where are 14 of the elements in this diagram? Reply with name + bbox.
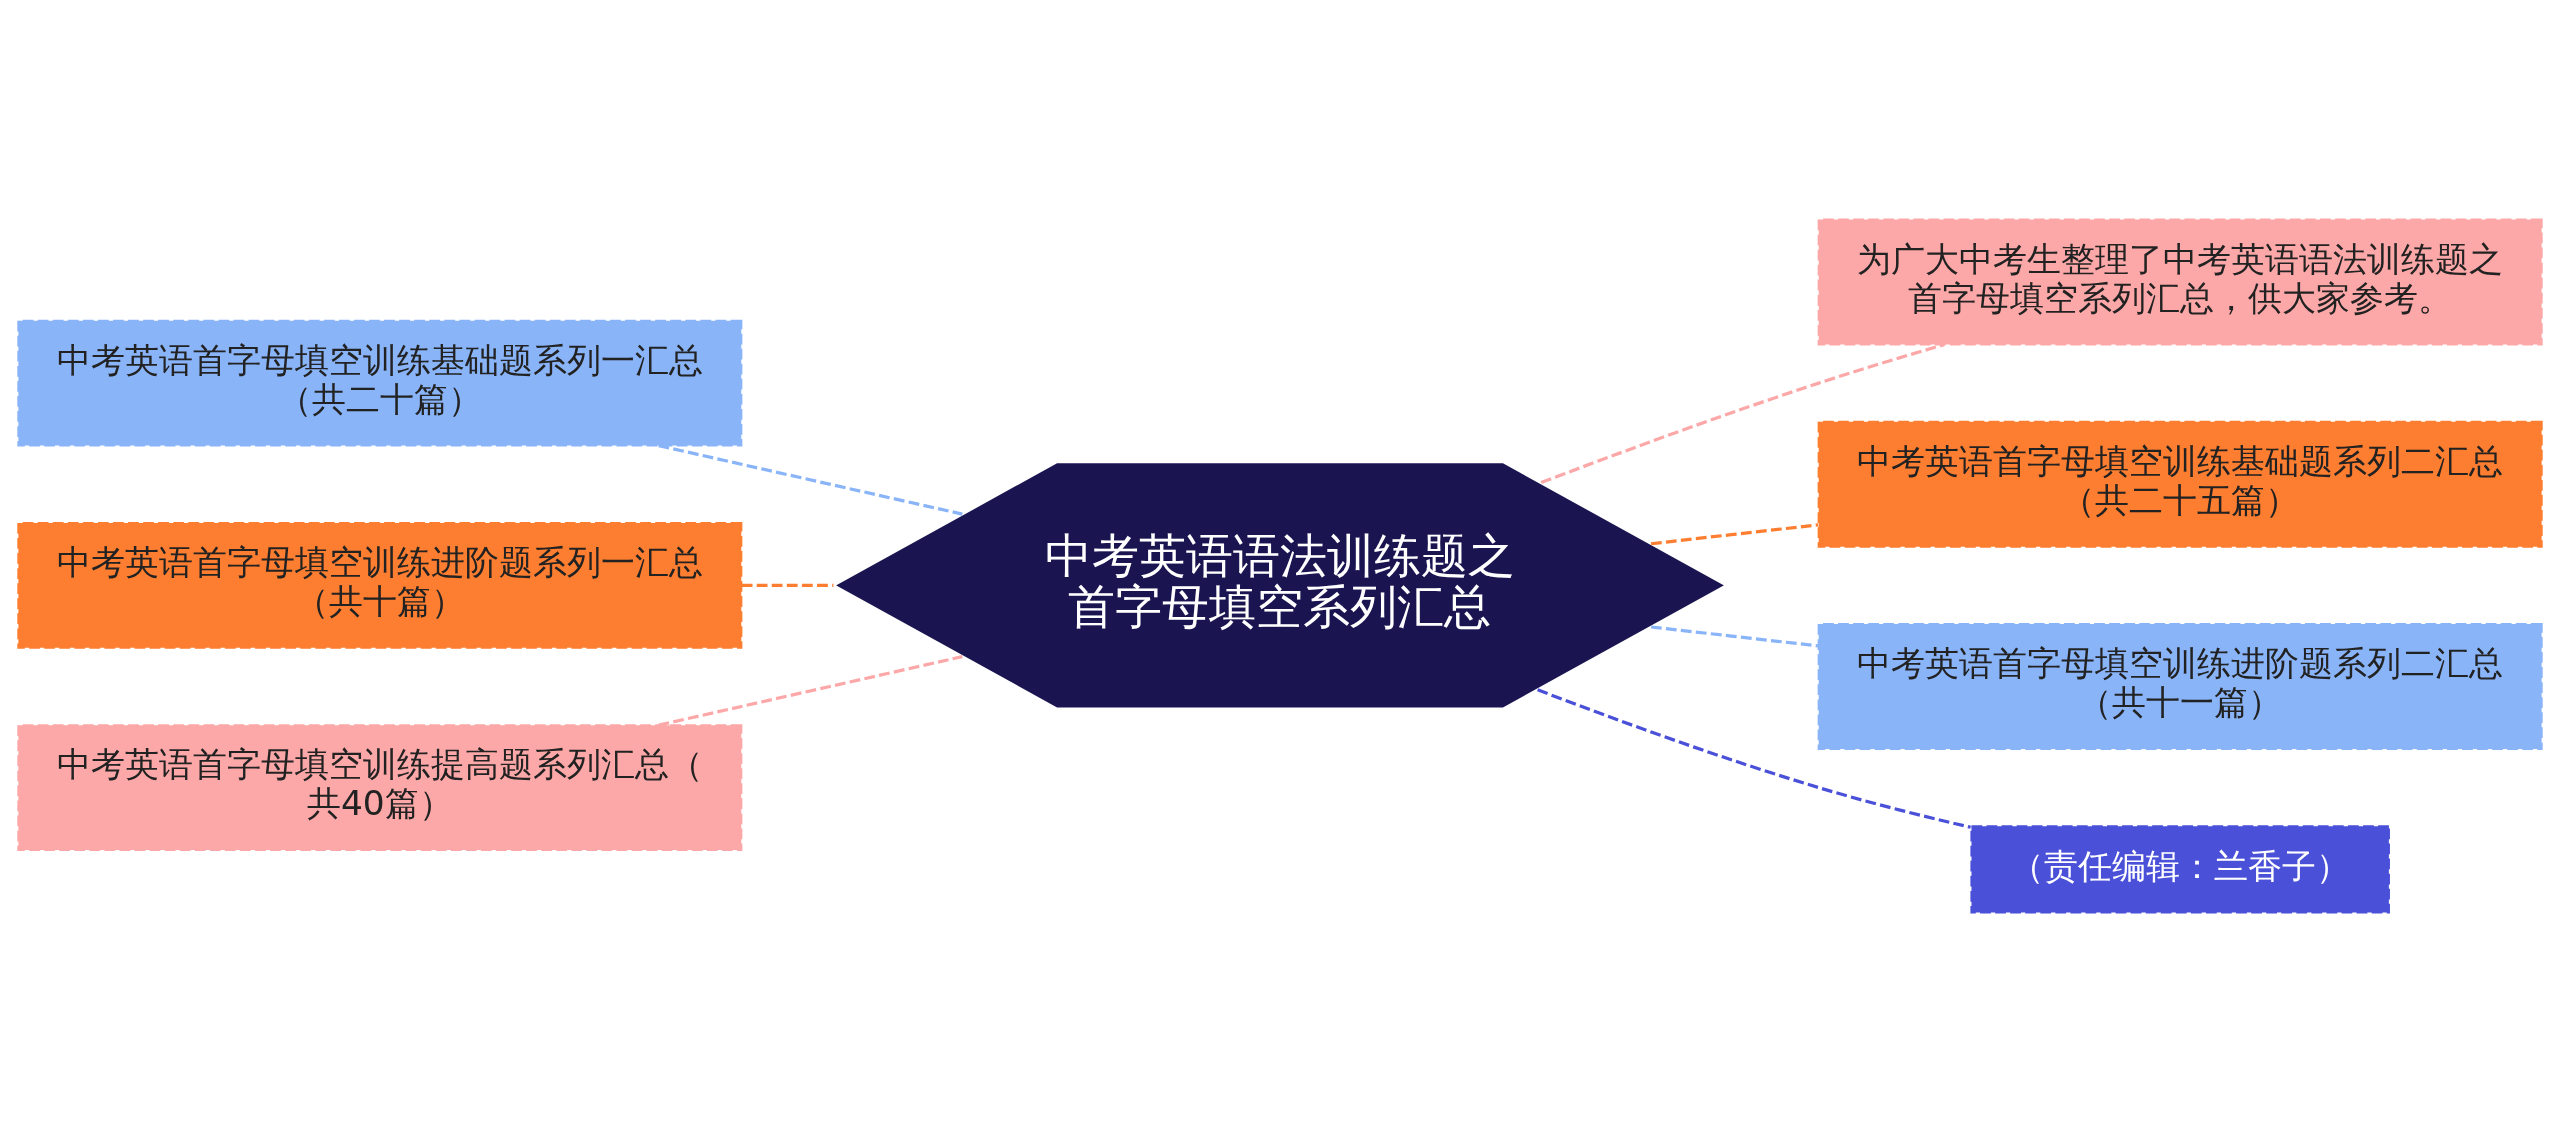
connector — [658, 655, 963, 727]
connector — [1650, 625, 1819, 648]
node-box: 中考英语首字母填空训练进阶题系列二汇总（共十一篇） — [1817, 623, 2543, 750]
node-box: （责任编辑：兰香子） — [1970, 825, 2390, 914]
connector — [741, 583, 834, 587]
node-box: 为广大中考生整理了中考英语语法训练题之首字母填空系列汇总，供大家参考。 — [1817, 218, 2543, 346]
connector — [1650, 523, 1819, 546]
node-box: 中考英语首字母填空训练基础题系列二汇总（共二十五篇） — [1817, 420, 2543, 548]
node-box: 中考英语首字母填空训练进阶题系列一汇总（共十篇） — [17, 521, 743, 649]
connector — [1540, 343, 1945, 485]
node-box: 中考英语首字母填空训练提高题系列汇总（共40篇） — [17, 724, 743, 852]
connector — [658, 444, 963, 516]
connector — [1537, 688, 1971, 829]
node-box: 中考英语首字母填空训练基础题系列一汇总（共二十篇） — [17, 319, 743, 447]
